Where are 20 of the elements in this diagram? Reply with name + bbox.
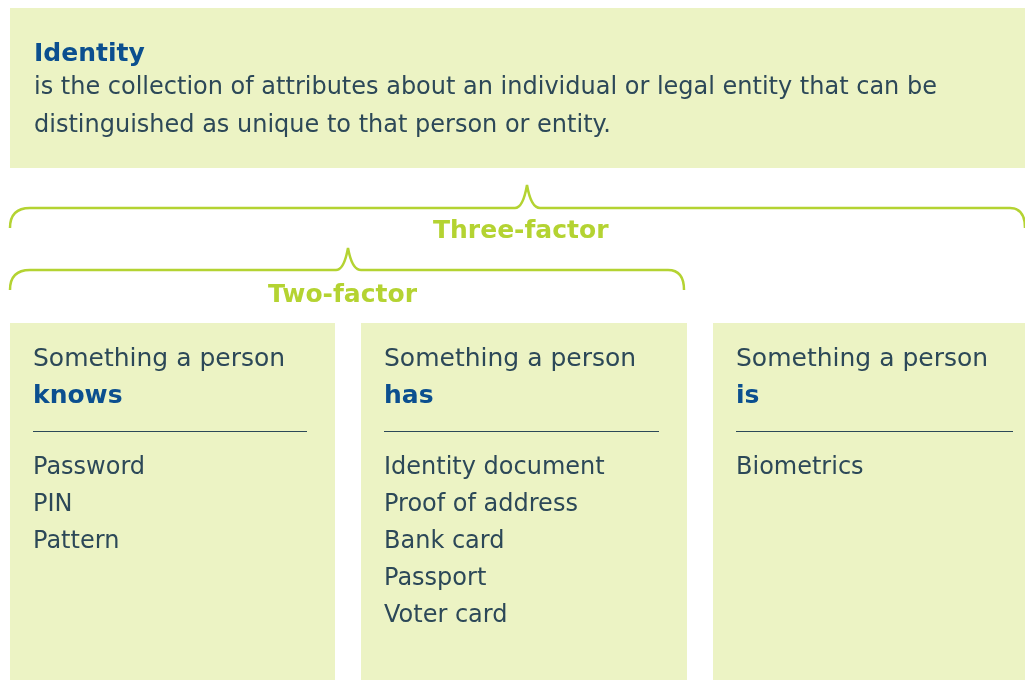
list-item: Bank card xyxy=(384,525,505,556)
list-item: Identity document xyxy=(384,451,605,482)
list-item: Biometrics xyxy=(736,451,864,482)
list-item: Pattern xyxy=(33,525,120,556)
list-item: Passport xyxy=(384,562,487,593)
card-heading: Something a person is xyxy=(736,342,990,411)
definition-text: is the collection of attributes about an individual or legal entity that can be distinguished as unique to that person or entity. xyxy=(34,71,938,140)
bracket-label: Two-factor xyxy=(268,279,417,308)
factor-card xyxy=(361,323,687,680)
heading: Identity xyxy=(34,38,146,67)
list-item: Voter card xyxy=(384,599,508,630)
factor-card xyxy=(713,323,1025,680)
bracket-label: Three-factor xyxy=(433,215,609,244)
definition-panel xyxy=(10,8,1025,168)
list-item: Password xyxy=(33,451,146,482)
list-item: PIN xyxy=(33,488,73,519)
list-item: Proof of address xyxy=(384,488,578,519)
factor-card xyxy=(10,323,335,680)
card-heading: Something a person knows xyxy=(33,342,287,411)
card-heading: Something a person has xyxy=(384,342,638,411)
